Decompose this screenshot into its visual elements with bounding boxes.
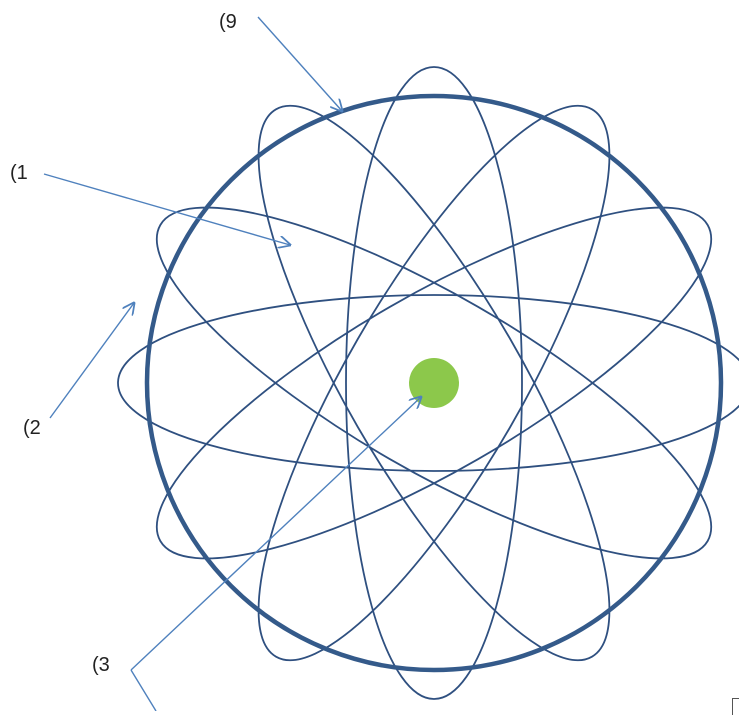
label-orbit-path: (2 xyxy=(23,417,41,439)
corner-mark xyxy=(732,698,739,715)
orbit-ellipse-60 xyxy=(155,206,713,560)
callout-tail-line xyxy=(130,669,157,711)
electron-orbits xyxy=(117,66,739,700)
orbit-ellipse-vertical xyxy=(345,66,523,700)
outer-circle xyxy=(144,93,724,673)
orbit-ellipse-120 xyxy=(155,206,713,560)
callout-arrows xyxy=(43,16,421,711)
label-outer-circle: (9 xyxy=(219,11,237,33)
orbit-ellipse-30 xyxy=(257,104,611,662)
orbit-ellipse-horizontal xyxy=(117,294,739,472)
arrow-to-outer-circle xyxy=(257,16,342,111)
label-nucleus: (3 xyxy=(92,654,110,676)
orbit-ellipse-150 xyxy=(257,104,611,662)
arrow-to-nucleus xyxy=(130,397,421,671)
arrow-to-orbit-path xyxy=(49,303,134,419)
arrow-to-orbit-region xyxy=(43,173,290,245)
label-orbit-region: (1 xyxy=(10,162,28,184)
